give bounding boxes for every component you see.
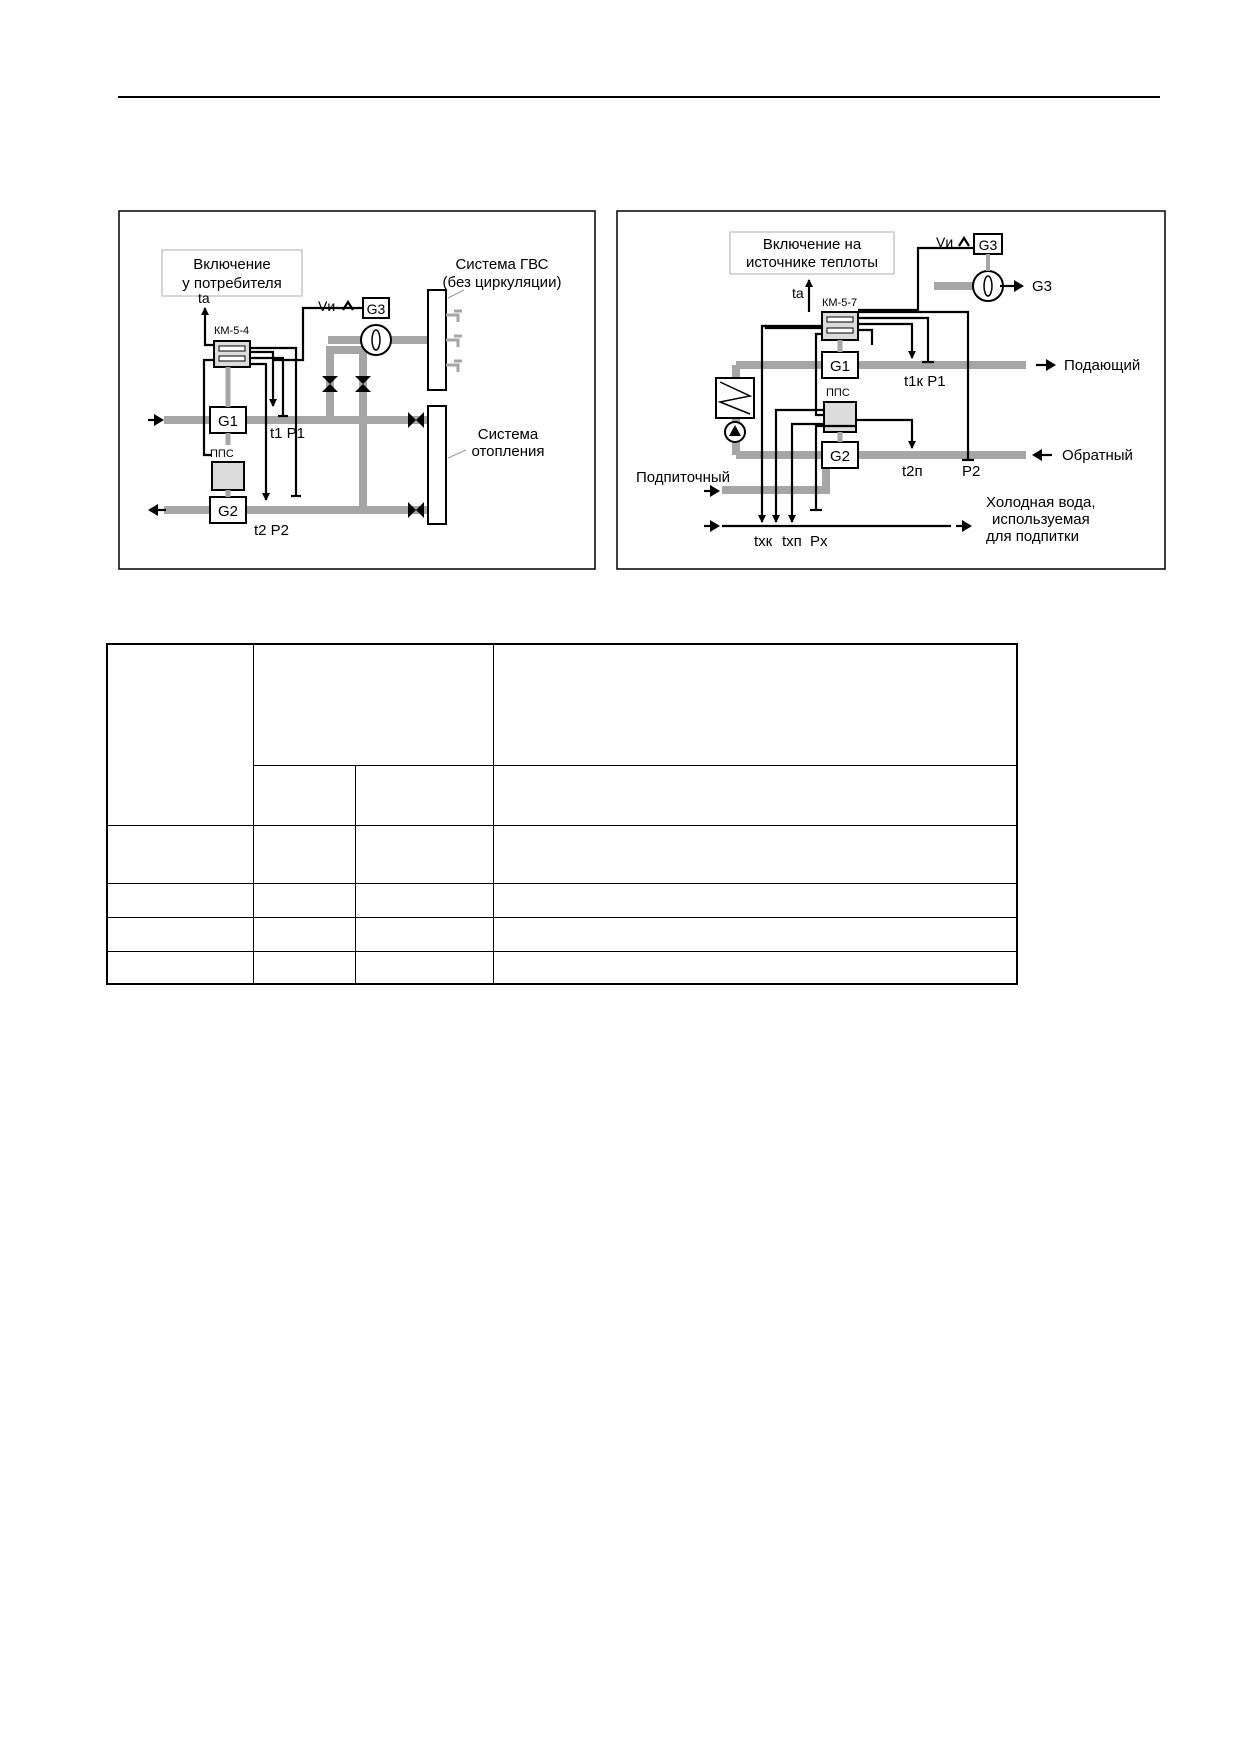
heating-label-line2: отопления [471,443,544,460]
outlet-arrow-icon [148,504,158,516]
px-label: Px [810,533,828,550]
top-rule [118,96,1160,98]
pps-converter [823,401,857,433]
title-box [729,231,895,275]
cold-label-line1: Холодная вода, [986,494,1096,511]
p2-label: P2 [962,463,980,480]
makeup-pipe [722,455,830,494]
g1-label: G1 [830,358,850,375]
g2-label: G2 [218,503,238,520]
g1-label: G1 [218,413,238,430]
pps-label: ППС [210,448,234,460]
g3-label: G3 [367,301,386,317]
title-line2: источнике теплоты [746,254,878,271]
table-cell [106,643,254,826]
table-row [106,916,1018,952]
cold-in-arrow-icon [710,520,720,532]
dhw-label-line1: Система ГВС [455,256,548,273]
return-label: Обратный [1062,447,1133,464]
boiler-block [715,377,755,419]
heating-label-line1: Система [478,426,539,443]
meter-model-label: КМ-5-4 [214,325,249,337]
g1-flowmeter [209,406,247,434]
title-line1: Включение [193,256,271,273]
inlet-arrow-icon [154,414,164,426]
heat-meter-km57 [821,311,859,341]
water-meter-icon [360,324,392,356]
heat-meter-km54 [213,340,251,368]
supply-arrow-icon [1046,359,1056,371]
diagram-frame [616,210,1166,570]
tap-icons [446,309,462,372]
ta-label: ta [198,290,210,306]
makeup-label: Подпиточный [636,469,730,486]
empty-table [106,643,1018,985]
dhw-label-line2: (без циркуляции) [443,274,562,291]
meter-model-label: КМ-5-7 [822,297,857,309]
title-box [161,249,303,297]
dhw-system-block [427,289,447,391]
table-row [106,882,1018,918]
diagram-heat-source: Включение на источнике теплоты Vи G3 G3 … [616,210,1166,570]
g3-out-arrow-icon [1014,280,1024,292]
pps-label: ППС [826,387,850,399]
g3-out-label: G3 [1032,278,1052,295]
heating-system-block [427,405,447,525]
table-row [106,824,1018,884]
makeup-arrow-icon [710,485,720,497]
t2-p2-label: t2 P2 [254,522,289,539]
txp-label: tхп [782,533,802,550]
ta-label: ta [792,285,804,301]
vi-label: Vи [318,298,335,314]
table-cell [252,764,356,826]
g3-label: G3 [979,237,998,253]
title-line1: Включение на [763,236,862,253]
supply-label: Подающий [1064,357,1140,374]
g1-flowmeter [821,351,859,379]
cold-label-line2: используемая [992,511,1090,528]
title-line2: у потребителя [182,275,282,292]
t1k-p1-label: t1к P1 [904,373,946,390]
table-cell [492,643,1018,766]
table-cell [252,643,494,766]
pps-converter [211,461,245,491]
valve-icons [322,376,424,518]
t2p-label: t2п [902,463,923,480]
txk-label: tхк [754,533,773,550]
dhw-riser-pipe [326,346,367,510]
table-cell [354,764,494,826]
g2-flowmeter [209,496,247,524]
g2-flowmeter [821,441,859,469]
table-row [106,950,1018,985]
cold-out-arrow-icon [962,520,972,532]
diagram-frame [118,210,596,570]
vi-label: Vи [936,234,953,250]
cold-label-line3: для подпитки [986,528,1079,545]
table-cell [492,764,1018,826]
diagram-consumer: Включение у потребителя Система ГВС (без… [118,210,596,570]
g2-label: G2 [830,448,850,465]
t1-p1-label: t1 P1 [270,425,305,442]
return-arrow-icon [1032,449,1042,461]
